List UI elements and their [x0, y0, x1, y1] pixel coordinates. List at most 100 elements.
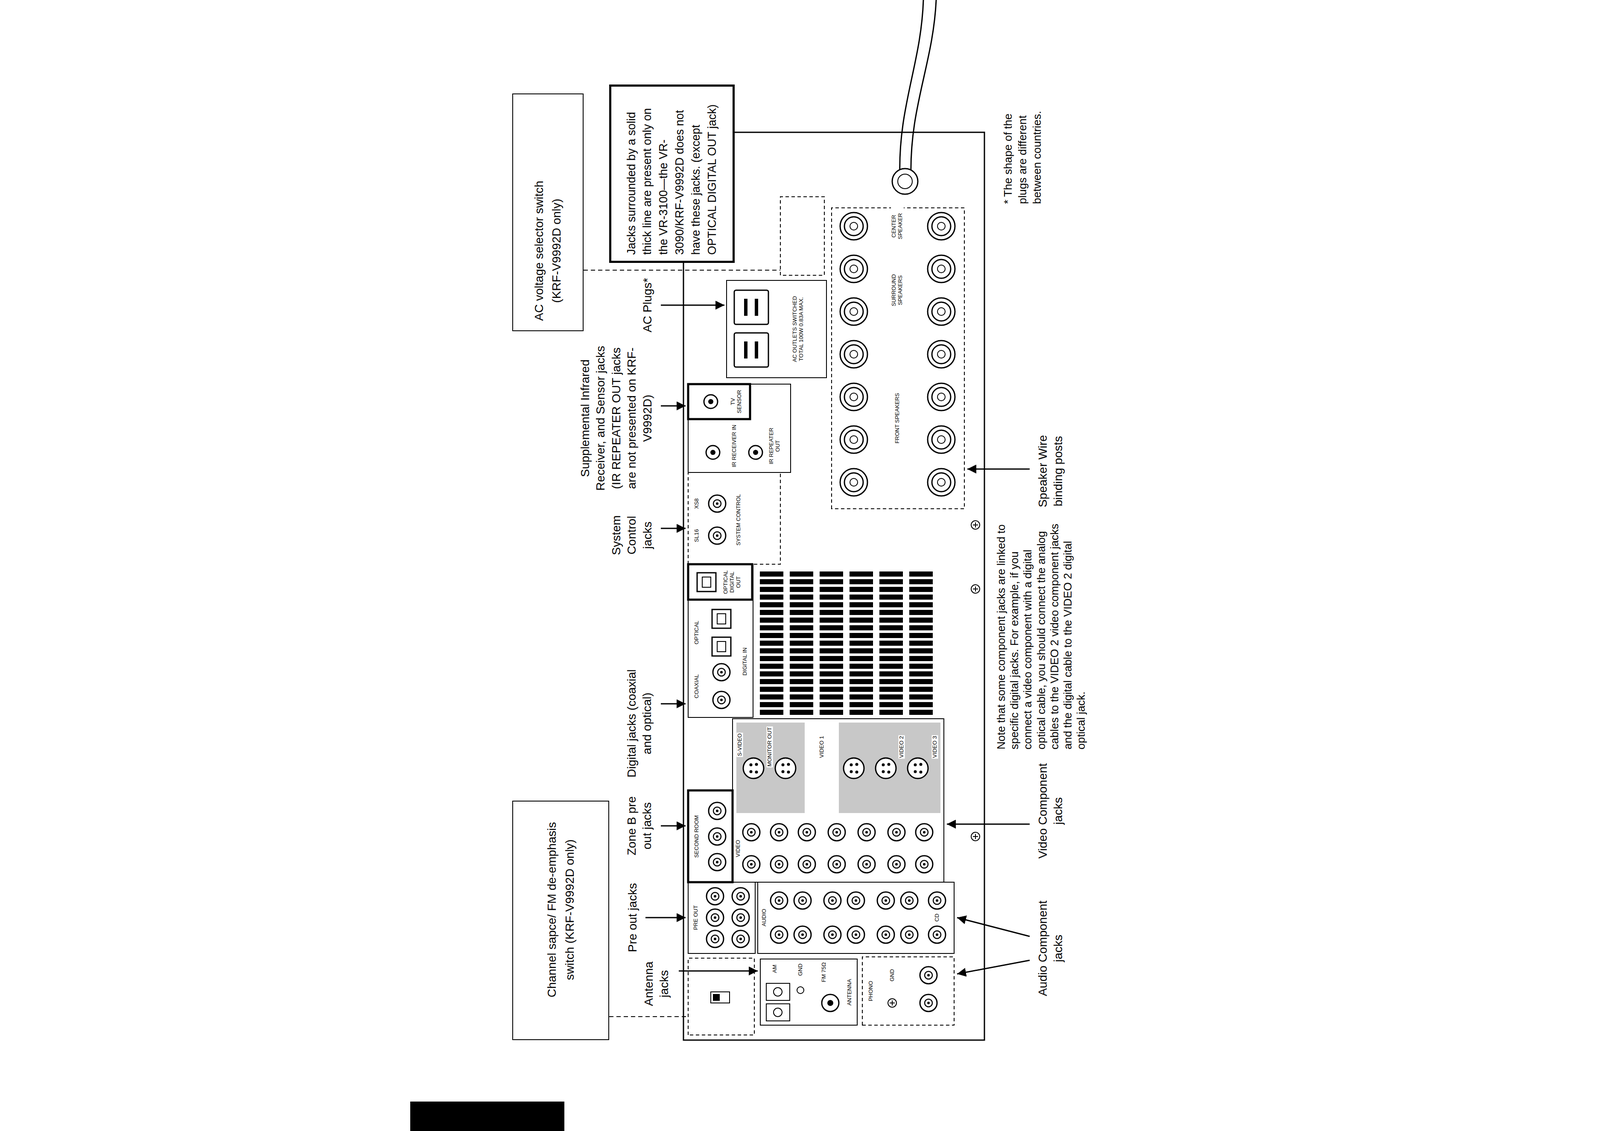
rca-jack	[928, 926, 946, 944]
pre-out-section	[688, 882, 756, 954]
label-holder: SURROUND SPEAKERS	[890, 266, 904, 314]
panel-label: GND	[889, 968, 896, 983]
label-holder: OPTICAL	[693, 619, 701, 646]
callout-arrows	[645, 305, 1030, 975]
callout-arrow	[967, 468, 1030, 471]
label-holder: VIDEO 2	[898, 735, 906, 759]
binding-post	[927, 426, 955, 454]
rca-jack	[770, 855, 788, 873]
outlet-slot	[744, 341, 748, 359]
rca-jack	[742, 855, 760, 873]
label-holder: SYSTEM CONTROL	[735, 493, 742, 547]
label-holder: FRONT SPEAKERS	[894, 392, 901, 445]
binding-post	[840, 383, 868, 411]
s-video-jack	[843, 758, 865, 779]
rear-panel-outline	[683, 132, 985, 1041]
callout-label: System Control jacks	[608, 507, 656, 564]
label-holder: AM	[771, 963, 779, 975]
label-holder: AC Plugs*	[639, 275, 656, 336]
tv-sensor-section	[688, 384, 751, 420]
box-text: AC voltage selector switch (KRF-V9992D o…	[530, 179, 566, 322]
mini-jack	[748, 445, 763, 460]
gnd-screw	[887, 998, 897, 1008]
label-holder: OPTICAL DIGITAL OUT	[722, 568, 742, 596]
callout-label: Audio Component jacks	[1035, 897, 1067, 1000]
am-terminal	[766, 983, 790, 1001]
label-holder: Supplemental Infrared Receiver, and Sens…	[577, 341, 656, 496]
label-holder: IR REPEATER OUT	[768, 426, 782, 467]
power-cord	[910, 0, 937, 178]
panel-label: OPTICAL DIGITAL OUT	[722, 568, 742, 596]
rca-jack	[858, 823, 876, 841]
rca-jack	[877, 892, 895, 910]
label-holder: Note that some component jacks are linke…	[994, 516, 1088, 750]
fm-connector	[827, 1000, 834, 1007]
label-holder: VIDEO 3	[931, 735, 939, 759]
note-text: Note that some component jacks are linke…	[994, 516, 1088, 750]
am-terminal	[766, 1004, 790, 1022]
panel-label: VIDEO 3	[931, 735, 939, 759]
rca-jack	[770, 892, 788, 910]
s-video-jack	[907, 758, 929, 779]
callout-arrow	[660, 825, 686, 827]
system-control-section	[688, 472, 781, 565]
rca-jack	[732, 887, 750, 906]
panel-label: IR RECEIVER IN	[731, 423, 738, 469]
panel-label: DIGITAL IN	[741, 646, 749, 677]
callout-label: Video Component jacks	[1035, 759, 1067, 863]
rca-jack	[828, 823, 846, 841]
am-terminal	[773, 1008, 783, 1017]
callout-arrow	[660, 405, 686, 407]
callout-arrow	[946, 823, 1030, 826]
outlet-slot	[754, 298, 759, 316]
heat-sink-vents	[759, 571, 933, 716]
panel-label: COAXIAL	[693, 673, 701, 700]
binding-post	[927, 468, 955, 497]
rca-jack	[847, 892, 865, 910]
am-terminal	[773, 987, 783, 997]
outlet-slot	[744, 298, 748, 316]
ac-outlet	[734, 332, 769, 368]
callout-arrow	[660, 528, 686, 530]
callout-label: AC Plugs*	[639, 275, 656, 336]
video-section	[732, 718, 944, 883]
callout-box: Channel sapce/ FM de-emphasis switch (KR…	[512, 800, 610, 1041]
panel-label: GND	[797, 963, 804, 978]
rca-jack	[887, 855, 906, 873]
voltage-switch-area	[780, 196, 825, 276]
panel-label: FM 75Ω	[820, 961, 828, 984]
rca-jack	[706, 887, 724, 906]
rca-jack	[742, 823, 760, 841]
rca-jack	[919, 994, 938, 1012]
binding-post	[840, 212, 868, 240]
label-holder: FM 75Ω	[820, 961, 828, 984]
callout-label: Antenna jacks	[641, 956, 673, 1012]
label-holder: VIDEO 1	[818, 735, 826, 759]
rca-jack	[915, 823, 933, 841]
label-holder: CD	[934, 913, 941, 923]
s-video-jack	[775, 758, 796, 779]
ir-section	[688, 384, 791, 473]
screw	[971, 832, 980, 841]
rca-jack	[770, 926, 788, 944]
rca-jack	[887, 823, 906, 841]
label-holder: GND	[797, 963, 804, 978]
optical-jack	[712, 609, 731, 629]
callout-label: Digital jacks (coaxial and optical)	[624, 668, 656, 779]
panel-label: OPTICAL	[693, 619, 701, 646]
callout-arrow	[660, 304, 725, 307]
panel-label: VIDEO	[735, 839, 742, 859]
label-holder: Audio Component jacks	[1035, 897, 1067, 1000]
panel-label: PRE OUT	[692, 904, 700, 932]
coaxial-jack	[712, 691, 730, 709]
label-holder: Digital jacks (coaxial and optical)	[624, 668, 656, 779]
dashed-leader	[609, 1016, 689, 1018]
panel-label: AC OUTLETS SWITCHED TOTAL 100W 0.83A MAX…	[791, 286, 805, 372]
mini-jack	[703, 394, 718, 409]
rca-jack	[823, 892, 841, 910]
binding-post	[927, 383, 955, 411]
label-holder: IR RECEIVER IN	[731, 423, 738, 469]
rca-jack	[915, 855, 933, 873]
rca-jack	[900, 892, 918, 910]
callout-box: AC voltage selector switch (KRF-V9992D o…	[512, 93, 584, 332]
